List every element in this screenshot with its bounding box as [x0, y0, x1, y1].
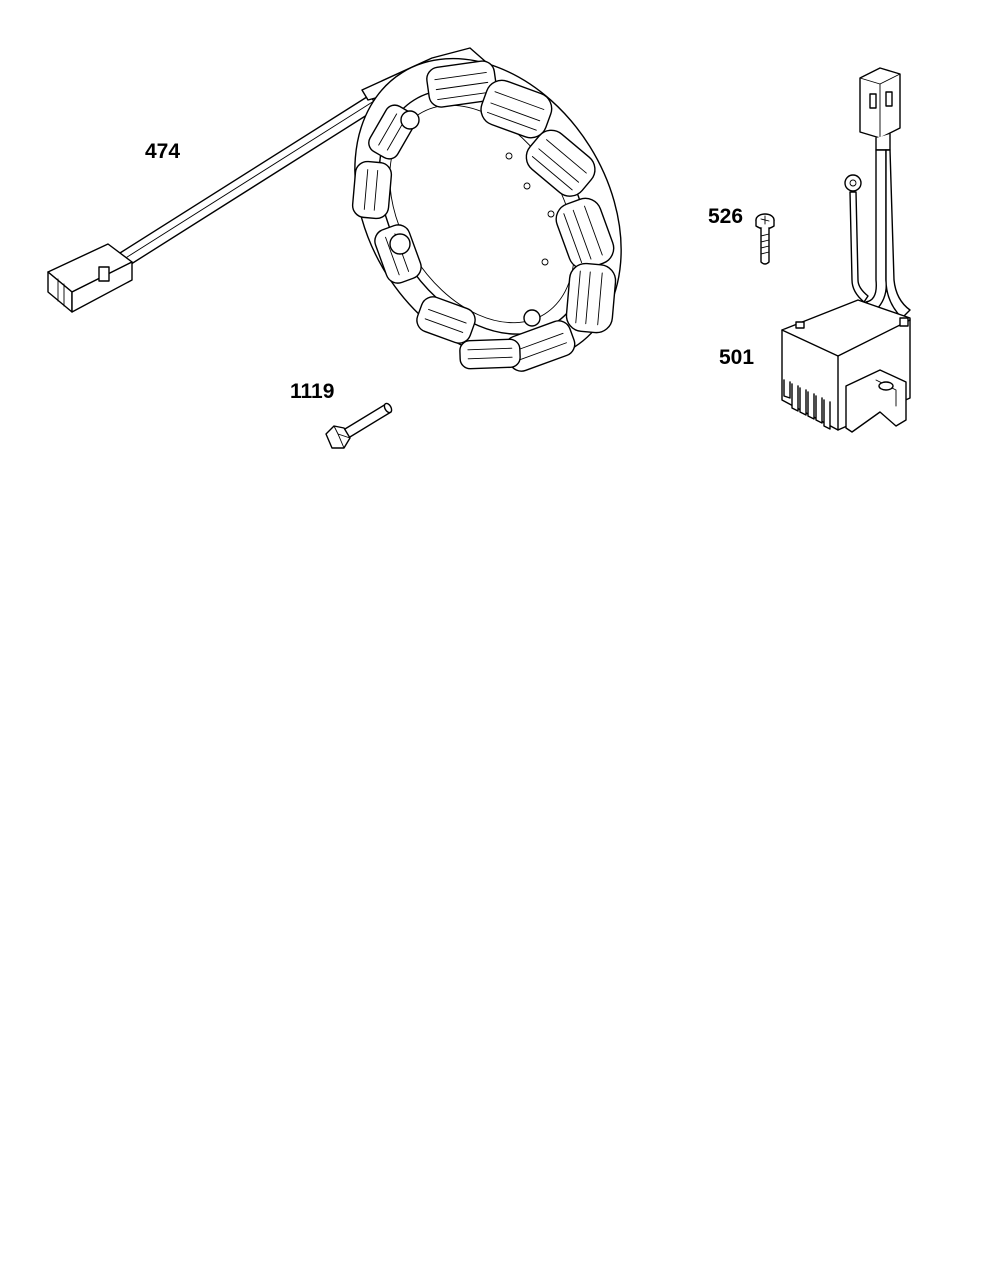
- heat-sink-fins: [783, 379, 831, 430]
- voltage-regulator: [781, 67, 911, 433]
- callout-526: 526: [708, 205, 744, 228]
- callout-501: 501: [719, 346, 755, 369]
- stator-assembly: [47, 47, 622, 372]
- stator-coils: [351, 60, 617, 372]
- callout-474: 474: [145, 140, 181, 163]
- stator-connector: [47, 243, 133, 313]
- regulator-connector: [859, 67, 901, 151]
- regulator-screw: [755, 213, 775, 265]
- callout-1119: 1119: [290, 380, 335, 403]
- hex-bolt: [325, 402, 393, 449]
